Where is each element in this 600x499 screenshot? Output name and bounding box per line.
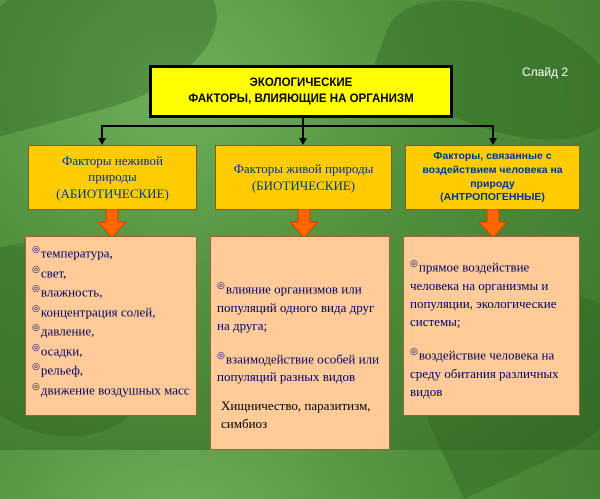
list-item-text: осадки, — [40, 342, 83, 358]
abiotic-list: ◎температура,◎свет,◎влажность,◎концентра… — [32, 243, 190, 399]
factor-anthropogenic-line-1: Факторы, связанные с — [433, 150, 552, 163]
factor-biotic-line-1: Факторы живой природы — [233, 161, 374, 177]
factor-anthropogenic-line-3: природу — [470, 177, 515, 190]
arrow-tip-left — [98, 138, 106, 145]
bullet-icon: ◎ — [32, 283, 40, 294]
factor-box-abiotic: Факторы неживой природы (АБИОТИЧЕСКИЕ) — [28, 145, 197, 210]
bullet-icon: ◎ — [410, 258, 418, 268]
bullet-icon: ◎ — [32, 380, 40, 391]
bullet-icon: ◎ — [32, 322, 40, 333]
arrow-down-biotic — [289, 209, 319, 239]
list-item: ◎давление, — [32, 321, 190, 341]
list-item-text: движение воздушных масс — [40, 381, 190, 397]
factor-biotic-line-2: (БИОТИЧЕСКИЕ) — [251, 177, 356, 193]
factor-anthropogenic-line-4: (АНТРОПОГЕННЫЕ) — [440, 191, 545, 204]
bullet-icon: ◎ — [217, 280, 225, 290]
biotic-extra: Хищничество, паразитизм, симбиоз — [221, 397, 371, 431]
list-item-text: свет, — [40, 264, 67, 280]
list-item: ◎свет, — [32, 263, 190, 283]
arrow-down-abiotic — [97, 209, 127, 239]
anthropogenic-list: ◎прямое воздействие человека на организм… — [410, 257, 573, 401]
list-item: ◎прямое воздействие человека на организм… — [410, 257, 573, 331]
arrow-tip-right — [489, 138, 497, 145]
list-item-text: рельеф, — [40, 362, 84, 378]
list-item-text: воздействие человека на среду обитания р… — [410, 347, 559, 399]
list-item: ◎воздействие человека на среду обитания … — [410, 345, 573, 401]
detail-box-biotic: ◎влияние организмов или популяций одного… — [210, 236, 390, 450]
slide-number: Слайд 2 — [522, 65, 569, 79]
connector-vertical-main — [302, 118, 304, 126]
list-item: ◎температура, — [32, 243, 190, 263]
factor-anthropogenic-line-2: воздействием человека на — [422, 163, 563, 176]
list-item-text: концентрация солей, — [40, 303, 156, 319]
bullet-icon: ◎ — [32, 244, 40, 254]
bullet-icon: ◎ — [32, 302, 40, 313]
list-item-text: влияние организмов или популяций одного … — [217, 281, 375, 333]
factor-abiotic-line-2: природы — [88, 169, 137, 185]
bullet-icon: ◎ — [32, 263, 40, 274]
list-item-text: температура, — [40, 245, 113, 261]
factor-box-biotic: Факторы живой природы (БИОТИЧЕСКИЕ) — [215, 145, 392, 210]
connector-horizontal — [101, 125, 493, 127]
list-item: ◎движение воздушных масс — [32, 380, 190, 400]
connector-left — [101, 125, 103, 138]
list-item-text: прямое воздействие человека на организмы… — [410, 259, 557, 329]
bullet-icon: ◎ — [32, 361, 40, 372]
list-item: ◎влажность, — [32, 282, 190, 302]
bullet-icon: ◎ — [32, 341, 40, 352]
list-item-text: взаимодействие особей или популяций разн… — [217, 351, 380, 385]
arrow-down-anthropogenic — [478, 209, 508, 239]
biotic-list: ◎влияние организмов или популяций одного… — [217, 279, 383, 387]
list-item-text: давление, — [40, 323, 95, 339]
detail-box-abiotic: ◎температура,◎свет,◎влажность,◎концентра… — [25, 236, 197, 416]
connector-right — [492, 125, 494, 138]
title-line-2: ФАКТОРЫ, ВЛИЯЮЩИЕ НА ОРГАНИЗМ — [188, 92, 414, 105]
list-item: ◎влияние организмов или популяций одного… — [217, 279, 383, 335]
arrow-tip-middle — [299, 138, 307, 145]
title-line-1: ЭКОЛОГИЧЕСКИЕ — [249, 76, 353, 89]
factor-abiotic-line-3: (АБИОТИЧЕСКИЕ) — [56, 185, 169, 201]
list-item: ◎рельеф, — [32, 360, 190, 380]
factor-abiotic-line-1: Факторы неживой — [62, 153, 163, 169]
list-item: ◎осадки, — [32, 341, 190, 361]
list-item-text: влажность, — [40, 284, 103, 300]
bullet-icon: ◎ — [410, 346, 418, 357]
list-item: ◎взаимодействие особей или популяций раз… — [217, 349, 383, 387]
factor-box-anthropogenic: Факторы, связанные с воздействием челове… — [405, 145, 580, 210]
detail-box-anthropogenic: ◎прямое воздействие человека на организм… — [403, 236, 580, 416]
connector-middle — [302, 125, 304, 138]
bullet-icon: ◎ — [217, 349, 225, 360]
list-item: ◎концентрация солей, — [32, 302, 190, 322]
title-box: ЭКОЛОГИЧЕСКИЕ ФАКТОРЫ, ВЛИЯЮЩИЕ НА ОРГАН… — [149, 65, 453, 118]
